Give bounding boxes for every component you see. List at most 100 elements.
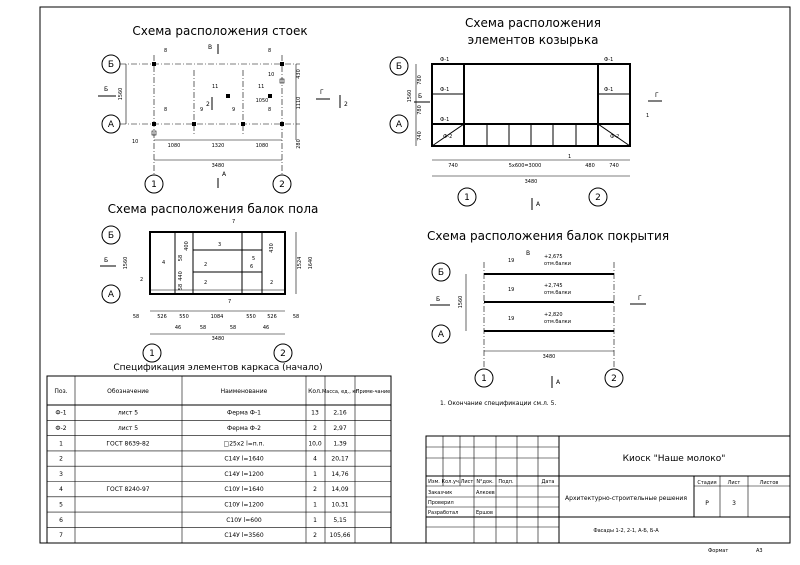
stamp-col-label: Дата [542, 479, 555, 485]
post [152, 62, 156, 66]
stamp-col-label: Подп. [498, 479, 514, 485]
axis-b-bubble [389, 56, 409, 76]
stamp-col-label: N°док. [476, 479, 494, 485]
section-b-label: Б [436, 296, 440, 303]
dim-text: 1560 [123, 257, 129, 270]
spec-note: 1. Окончание спецификации см.л. 5. [440, 400, 556, 407]
spec-cell: 1 [313, 471, 317, 478]
canopy-wing-right [597, 63, 631, 147]
floor-beams-plan: Схема расположения балок пола Б А 1 2 7 … [100, 202, 319, 363]
beam-mark: 19 [508, 316, 514, 322]
post [151, 130, 157, 136]
spec-cell: С14У l=1200 [224, 471, 264, 478]
stamp-role: Проверил [428, 500, 454, 506]
spec-header-pos: Поз. [54, 388, 67, 395]
spec-cell: 2 [313, 486, 317, 493]
spec-cell: Ф-1 [55, 410, 66, 417]
axis-1-label: 1 [151, 180, 157, 190]
post [152, 122, 156, 126]
dim-text: 1560 [458, 296, 464, 309]
spec-cell: 1 [313, 501, 317, 508]
spec-cell: 2 [313, 425, 317, 432]
elevation-note: отм.балки [544, 290, 571, 296]
elevation-mark: +2,675 [544, 254, 563, 260]
section-g-label: Г [638, 295, 642, 302]
floor-plan-title: Схема расположения балок пола [108, 202, 319, 216]
section-b-label: Б [104, 257, 108, 264]
axis-a-label: А [438, 330, 445, 340]
section-g-label: Г [655, 92, 659, 99]
spec-cell: 10,31 [331, 501, 348, 508]
spec-header-mass: Масса, ед., кг [322, 389, 358, 395]
dim-text: 480 [585, 163, 595, 169]
spec-cell: ГОСТ 8240-97 [106, 486, 149, 493]
post-mark: 11 [212, 84, 218, 90]
axis-2-bubble [588, 187, 608, 207]
spec-cell: □25х2 l=п.п. [224, 440, 265, 447]
stamp-stage-header: Стадия [697, 480, 716, 486]
dim-text: 1084 [211, 314, 224, 320]
post-mark: 8 [268, 48, 271, 54]
spec-cell: 14,76 [331, 471, 348, 478]
spec-cell: С14У l=1640 [224, 456, 264, 463]
axis-a-label: А [396, 120, 403, 130]
spec-cell: 7 [59, 532, 63, 539]
post [280, 122, 284, 126]
spec-cell: 2,97 [333, 425, 347, 432]
section-g-label: Г [320, 89, 324, 96]
post-mark: 8 [268, 107, 271, 113]
dim-text: 1524 [297, 257, 303, 270]
axis-2-bubble [273, 343, 293, 363]
format-label: Формат [708, 548, 728, 554]
spec-header-name: Наименование [221, 388, 268, 395]
stamp-col-label: Изм. [428, 479, 440, 485]
stamp-sheets-header: Листов [760, 480, 779, 486]
dim-text: 58 [230, 325, 236, 331]
dim-text: 46 [175, 325, 181, 331]
spec-cell: 4 [313, 456, 317, 463]
dim-text: 780 [417, 75, 423, 85]
canopy-plan-title: Схема расположения [465, 16, 601, 30]
dim-text: 430 [269, 243, 275, 253]
spec-cell: 1,39 [333, 440, 347, 447]
section-v-label: В [526, 250, 530, 257]
axis-a-bubble [101, 284, 121, 304]
axis-b-label: Б [108, 60, 114, 70]
dim-text: 58 [178, 255, 184, 261]
posts-plan-title: Схема расположения стоек [132, 24, 307, 38]
stamp-col-label: Кол.уч. [442, 479, 461, 485]
dim-text: 550 [246, 314, 256, 320]
format-value: А3 [756, 548, 763, 554]
axis-b-label: Б [396, 62, 402, 72]
beam-mark: 7 [228, 299, 231, 305]
dim-text: 780 [417, 105, 423, 115]
spec-cell: лист 5 [118, 410, 138, 417]
beam-mark: 4 [162, 260, 165, 266]
dim-text: 400 [184, 241, 190, 251]
spec-cell: лист 5 [118, 425, 138, 432]
stamp-role: Заказчик [428, 490, 452, 496]
post-mark: 2 [344, 101, 348, 108]
title-block-frame [425, 435, 791, 544]
post-mark: 2 [206, 101, 210, 108]
section-b-label: Б [418, 93, 422, 100]
section-a-label: А [536, 201, 541, 208]
post-mark: 10 [132, 139, 138, 145]
axis-1-bubble [144, 174, 164, 194]
dim-text: 740 [448, 163, 458, 169]
elevation-note: отм.балки [544, 319, 571, 325]
stamp-sheet-header: Лист [728, 480, 741, 486]
canopy-label: Ф-1 [440, 87, 449, 93]
dim-text: 1640 [308, 257, 314, 270]
spec-header-note: Приме-чание [356, 389, 390, 395]
roof-plan-title: Схема расположения балок покрытия [427, 229, 669, 243]
stamp-section: Архитектурно-строительные решения [565, 495, 687, 502]
spec-cell: Ф-2 [55, 425, 66, 432]
canopy-label: Ф-1 [604, 57, 613, 63]
dim-text: 1560 [118, 88, 124, 101]
title-block: Изм. Кол.уч. Лист N°док. Подп. Дата Зака… [425, 435, 791, 554]
spec-cell: 20,17 [331, 456, 348, 463]
spec-cell: ГОСТ 8639-82 [106, 440, 149, 447]
beam-mark: 19 [508, 258, 514, 264]
spec-cell: 13 [311, 410, 319, 417]
